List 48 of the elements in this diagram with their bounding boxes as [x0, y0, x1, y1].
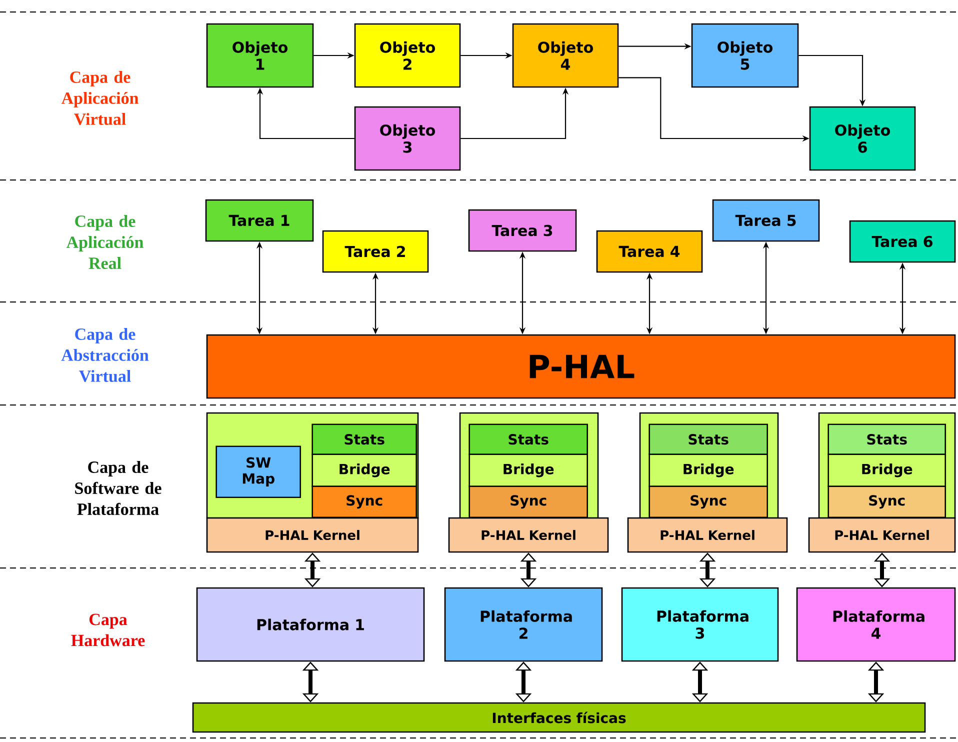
module-box: Bridge — [828, 454, 946, 487]
module-box: Stats — [828, 424, 946, 455]
task-box: Tarea 6 — [849, 220, 956, 263]
module-box: Bridge — [312, 454, 417, 487]
module-box: Stats — [648, 424, 768, 455]
double-arrow — [302, 662, 319, 702]
module-box: Sync — [828, 486, 946, 518]
module-box: SW Map — [216, 446, 301, 498]
module-box: Sync — [312, 486, 417, 518]
platform-box: Plataforma 1 — [196, 587, 425, 662]
layer-label: Capa de Abstracción Virtual — [61, 328, 149, 382]
double-arrow — [874, 552, 890, 588]
task-box: Tarea 5 — [712, 199, 820, 242]
module-box: Stats — [312, 424, 417, 455]
double-arrow — [868, 662, 884, 702]
interface-bar: Interfaces físicas — [192, 702, 926, 733]
kernel-bar: P-HAL Kernel — [808, 517, 956, 553]
double-arrow — [515, 662, 532, 702]
layer-label: Capa de Aplicación Virtual — [61, 70, 138, 126]
module-box: Bridge — [468, 454, 588, 487]
double-arrow — [304, 552, 321, 588]
module-box: Sync — [468, 486, 588, 518]
task-box: Tarea 1 — [205, 199, 314, 242]
task-box: Tarea 3 — [468, 209, 577, 252]
task-box: Tarea 4 — [596, 230, 703, 273]
object-box: Objeto 3 — [354, 106, 461, 171]
layer-label: Capa de Software de Plataforma — [75, 461, 162, 515]
double-arrow — [520, 552, 537, 588]
object-box: Objeto 5 — [691, 23, 799, 88]
layer-label: Capa de Aplicación Real — [66, 215, 144, 269]
platform-box: Plataforma 2 — [444, 587, 603, 662]
module-box: Stats — [468, 424, 588, 455]
object-box: Objeto 1 — [206, 23, 314, 88]
double-arrow — [692, 662, 708, 702]
platform-box: Plataforma 3 — [621, 587, 779, 662]
object-box: Objeto 4 — [512, 23, 619, 88]
object-box: Objeto 6 — [809, 106, 916, 171]
module-box: Bridge — [648, 454, 768, 487]
task-box: Tarea 2 — [322, 230, 429, 273]
abstraction-bar: P-HAL — [206, 334, 956, 399]
module-box: Sync — [648, 486, 768, 518]
layer-label: Capa Hardware — [71, 614, 145, 646]
kernel-bar: P-HAL Kernel — [448, 517, 609, 553]
kernel-bar: P-HAL Kernel — [627, 517, 788, 553]
object-box: Objeto 2 — [354, 23, 461, 88]
kernel-bar: P-HAL Kernel — [206, 517, 419, 553]
platform-box: Plataforma 4 — [796, 587, 956, 662]
double-arrow — [699, 552, 716, 588]
